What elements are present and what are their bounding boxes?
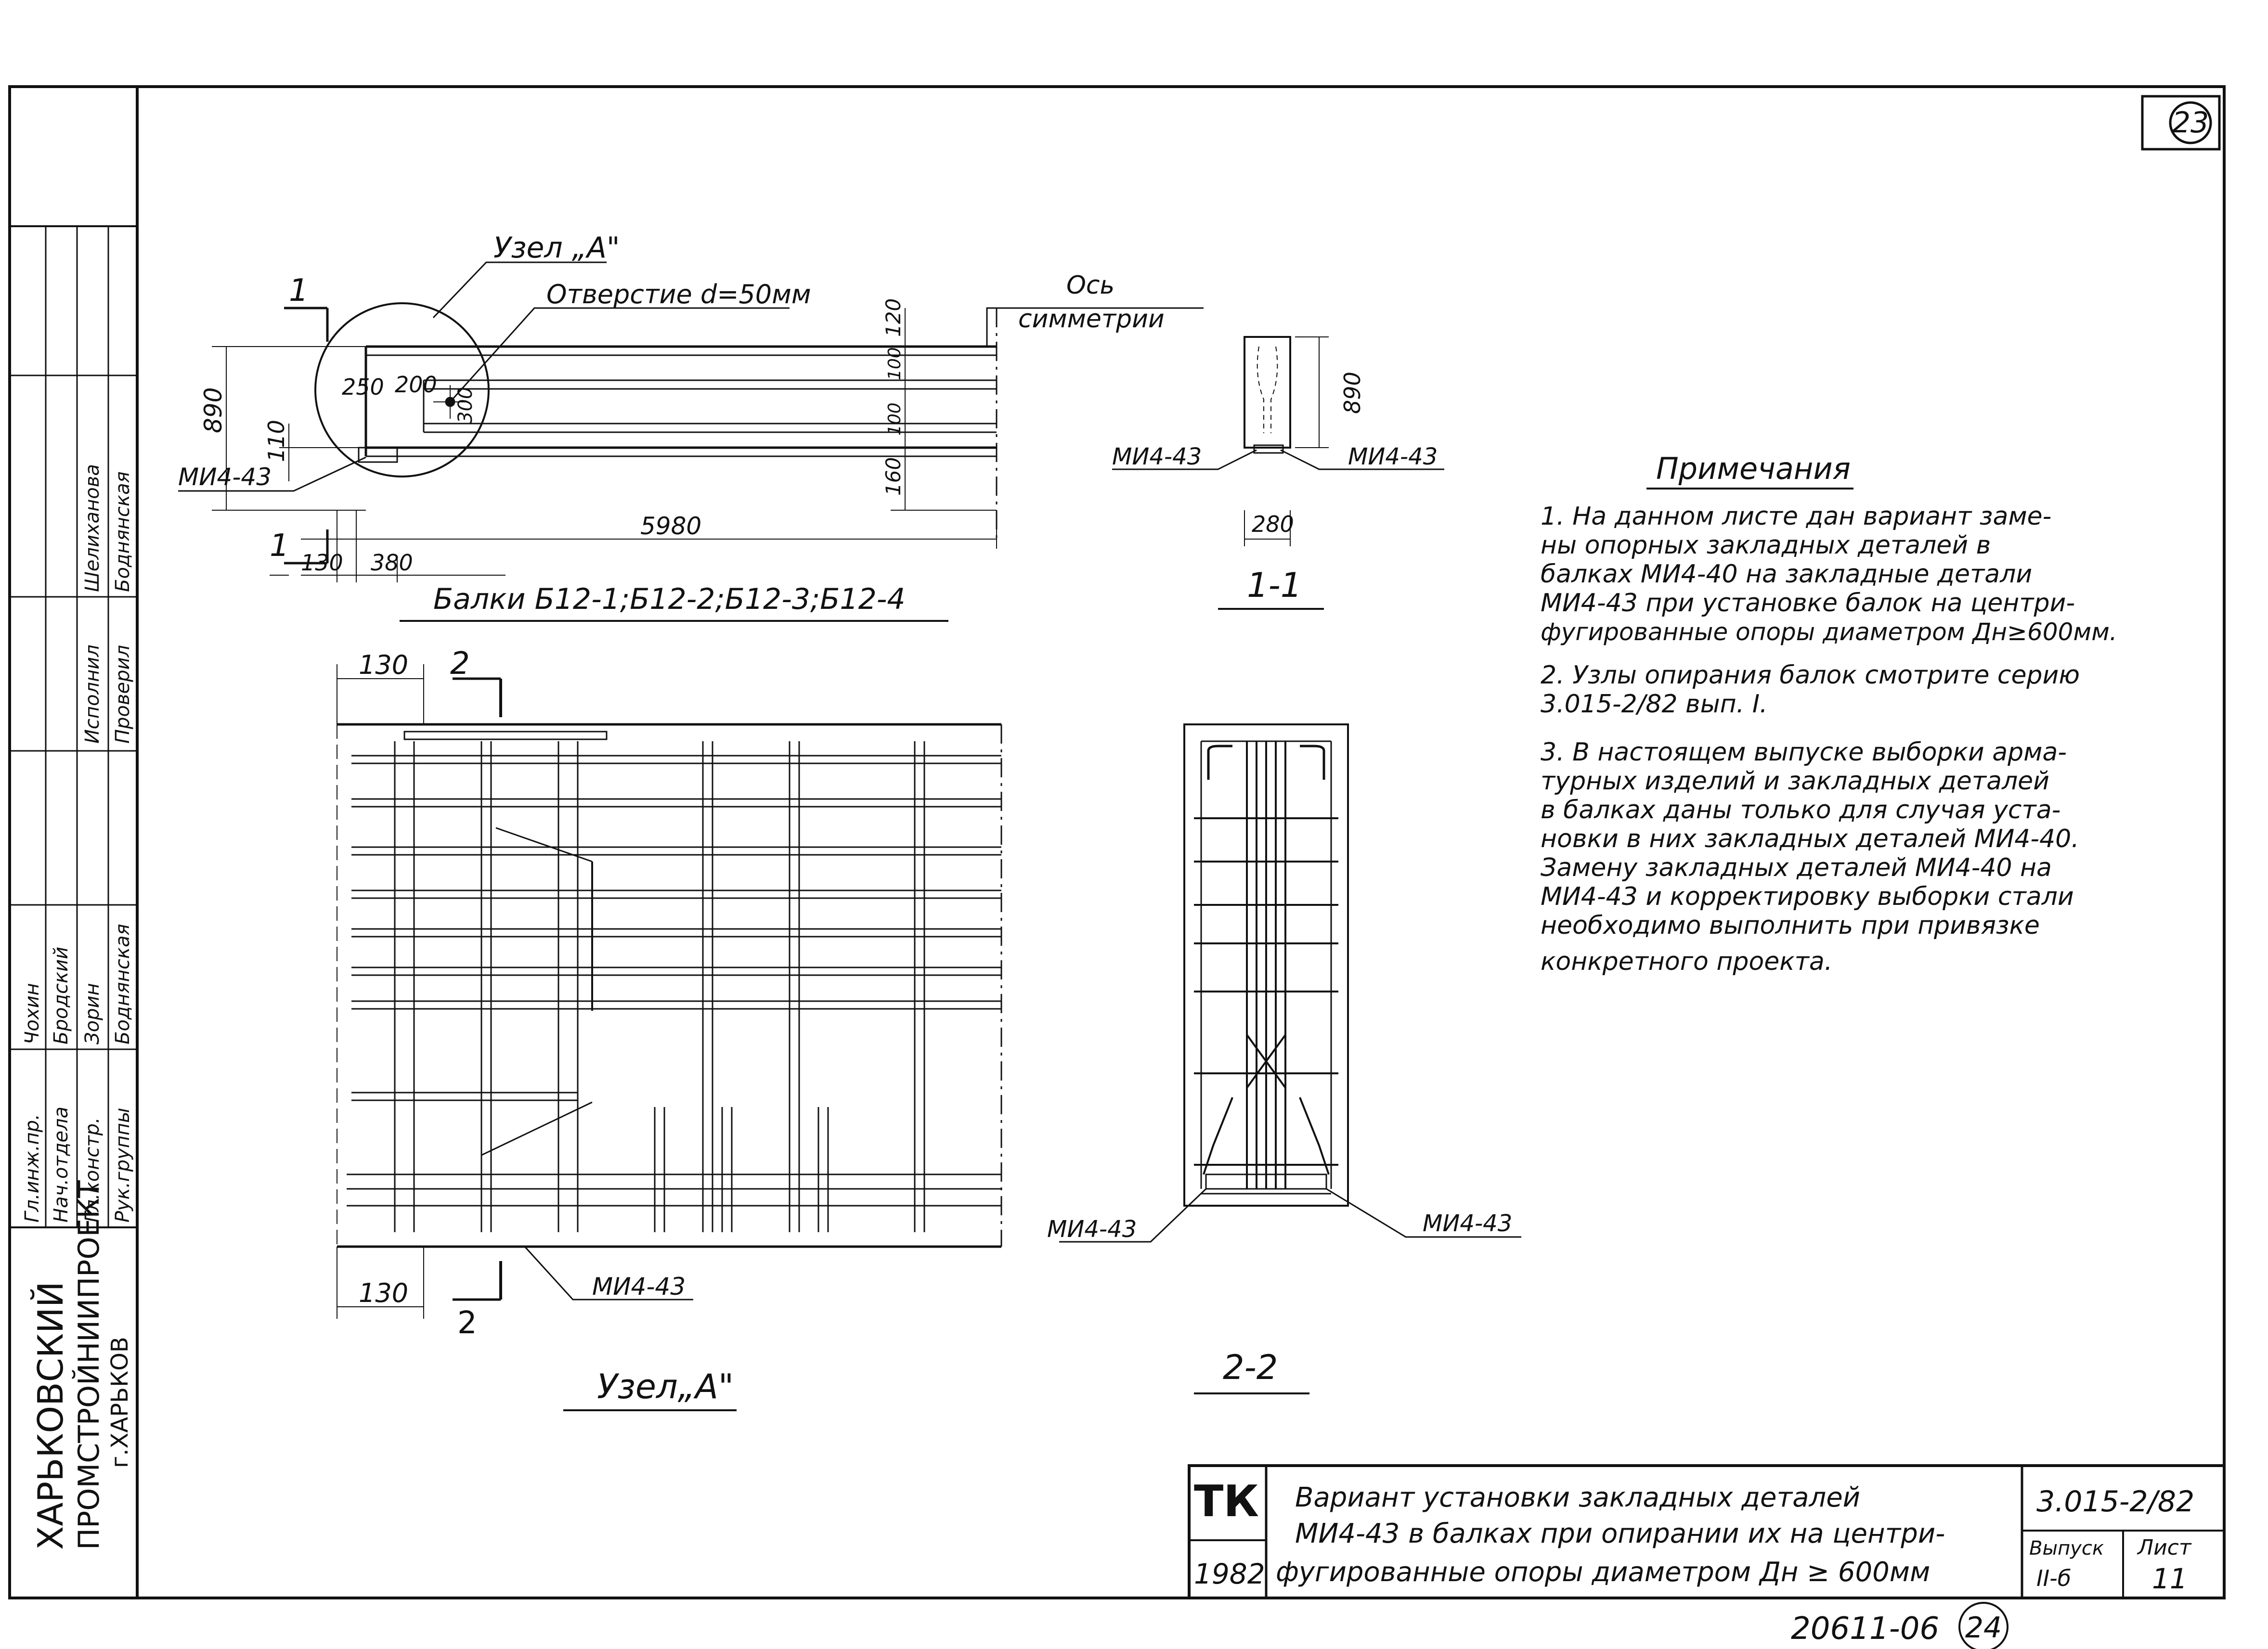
sec1-dim-890: 890 [1339,372,1365,414]
note-line-2: ны опорных закладных деталей в [1541,531,1991,560]
node-a-detail [337,664,1002,1319]
note-line-6: 2. Узлы опирания балок смотрите серию [1541,661,2080,690]
sheet-value: 11 [2152,1562,2188,1595]
beam-caption: Балки Б12-1;Б12-2;Б12-3;Б12-4 [433,582,906,616]
dim-380: 380 [371,550,413,576]
note-line-15: конкретного проекта. [1541,947,1832,976]
node-a-callout: Узел „А" [493,231,620,265]
sec1-caption: 1-1 [1247,566,1302,605]
stamp-name-1: Чохин [21,983,43,1044]
dim-5980: 5980 [640,512,701,540]
stamp-org-line-2: ПРОМСТРОЙНИИПРОЕКТ [71,1180,106,1550]
sheet-label: Лист [2137,1535,2192,1560]
hole-note: Отверстие d=50мм [546,279,811,309]
detail-part-label: МИ4-43 [592,1273,686,1301]
note-line-7: 3.015-2/82 вып. I. [1541,690,1768,719]
tk-logo: ТК [1194,1476,1259,1527]
page-number-circle: 23 [2141,95,2221,151]
stamp-role-4: Рук.группы [112,1108,134,1223]
dim-100b: 100 [885,402,905,436]
title-line-1: Вариант установки закладных деталей [1295,1482,1860,1513]
circled-number: 24 [1965,1611,2002,1645]
detail-mark-top: 2 [450,646,470,682]
note-line-3: балках МИ4-40 на закладные детали [1541,560,2032,589]
note-line-13: МИ4-43 и корректировку выборки стали [1541,882,2074,911]
detail-caption: Узел„А" [597,1367,734,1406]
sec2-label-left: МИ4-43 [1047,1216,1137,1243]
title-block [1188,1464,2226,1599]
dim-110: 110 [263,420,289,462]
page-number: 23 [2172,106,2209,140]
title-line-2: МИ4-43 в балках при опирании их на центр… [1295,1518,1945,1549]
dim-120: 120 [881,298,905,337]
dim-200: 200 [395,372,437,398]
notes-title: Примечания [1656,451,1851,486]
stamp-name-3: Зорин [81,983,104,1044]
beam-elevation [178,261,1204,582]
section-mark-top: 1 [289,273,309,309]
note-line-8: 3. В настоящем выпуске выборки арма- [1541,738,2067,767]
title-block-text: ТК 1982 Вариант установки закладных дета… [1194,1476,2194,1595]
archive-number: 20611-06 [1791,1611,1939,1647]
dim-300: 300 [454,387,477,424]
part-label-top: МИ4-43 [178,463,272,491]
section-1-1 [1112,336,1444,546]
stamp-top-name-1: Шелиханова [81,464,104,592]
sec1-label-right: МИ4-43 [1348,443,1438,470]
section-mark-bottom: 1 [270,528,289,564]
note-line-9: турных изделий и закладных деталей [1541,767,2049,796]
footer: 20611-06 24 [1791,1602,2009,1649]
stamp-top-role-2: Проверил [112,645,134,744]
stamp-name-4: Боднянская [112,924,134,1044]
note-line-4: МИ4-43 при установке балок на центри- [1541,589,2075,618]
dim-250: 250 [342,374,384,400]
series-number: 3.015-2/82 [2036,1485,2194,1519]
dim-890: 890 [199,387,227,433]
sec2-caption: 2-2 [1223,1348,1278,1387]
issue-label: Выпуск [2029,1537,2104,1559]
sheet-frame [8,85,2226,1599]
stamp-top-role-1: Исполнил [81,644,104,744]
beam-elevation-labels: Узел „А" Отверстие d=50мм Ось симметрии … [178,231,1165,622]
stamp-role-2: Нач.отдела [50,1107,72,1223]
axis-label-1: Ось [1066,271,1115,300]
detail-dim-top: 130 [359,650,408,680]
note-line-5: фугированные опоры диаметром Дн≥600мм. [1541,618,2117,646]
circled-number-ring [1958,1602,2009,1649]
left-stamp: Гл.инж.пр. Нач.отдела Гл.констр. Рук.гру… [10,225,137,1550]
title-line-3: фугированные опоры диаметром Дн ≥ 600мм [1276,1557,1930,1588]
title-year: 1982 [1194,1558,1265,1590]
notes: Примечания 1. На данном листе дан вариан… [1541,451,2117,976]
stamp-role-3: Гл.констр. [81,1117,104,1223]
note-line-12: Замену закладных деталей МИ4-40 на [1541,853,2052,882]
sec1-label-left: МИ4-43 [1112,443,1202,470]
stamp-name-2: Бродский [50,947,72,1044]
note-line-11: новки в них закладных деталей МИ4-40. [1541,824,2079,853]
sec1-dim-280: 280 [1252,511,1294,537]
detail-dim-bottom: 130 [359,1278,408,1308]
rebar-diagonal [481,1101,593,1156]
stamp-org-line-1: ХАРЬКОВСКИЙ [30,1281,71,1550]
issue-value: II-б [2036,1565,2071,1591]
section-1-1-labels: 890 280 МИ4-43 МИ4-43 1-1 [1112,372,1438,610]
note-line-10: в балках даны только для случая уста- [1541,796,2061,824]
detail-mark-bottom: 2 [457,1305,477,1341]
node-a-detail-labels: 130 130 2 2 МИ4-43 Узел„А" [359,646,737,1411]
sec2-label-right: МИ4-43 [1423,1210,1512,1237]
dim-100a: 100 [885,347,905,380]
dim-130: 130 [301,550,343,576]
section-2-2 [1059,723,1521,1243]
note-line-14: необходимо выполнить при привязке [1541,911,2040,940]
rebar-diagonal [495,827,593,863]
stamp-org-line-3: г.ХАРЬКОВ [106,1337,133,1468]
dim-160: 160 [881,457,905,496]
stamp-top-name-2: Боднянская [112,471,134,592]
section-2-2-labels: МИ4-43 МИ4-43 2-2 [1047,1210,1512,1394]
stamp-role-1: Гл.инж.пр. [21,1114,43,1223]
axis-label-2: симметрии [1018,305,1165,334]
note-line-1: 1. На данном листе дан вариант заме- [1541,502,2051,531]
